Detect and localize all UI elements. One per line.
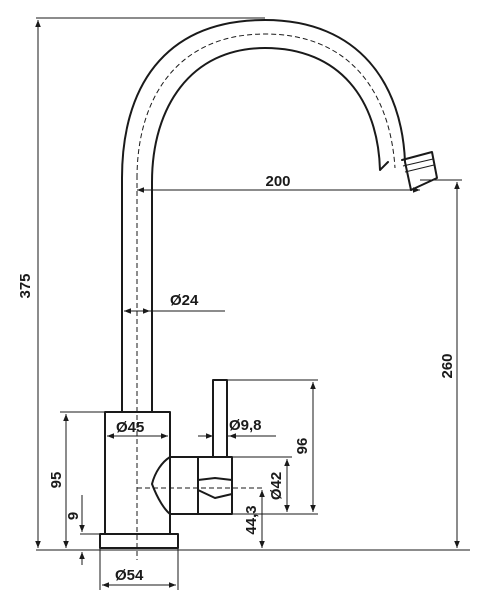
dim-body-diameter-label: Ø45 [116, 419, 144, 436]
dim-lever-diameter-label: Ø9,8 [229, 417, 262, 434]
dim-cartridge-diameter-label: Ø42 [268, 472, 285, 500]
dim-spout-reach-label: 200 [265, 173, 290, 190]
center-axes [136, 33, 396, 560]
dim-cartridge-diameter: Ø42 [232, 456, 292, 512]
dim-body-diameter: Ø45 [107, 419, 168, 439]
dim-lever-height: 96 [227, 379, 318, 515]
dim-spout-height: 260 [420, 179, 462, 548]
spout-pipe-inner [151, 47, 389, 413]
cartridge-housing [197, 456, 233, 515]
dim-lever-axis-height-label: 44,3 [243, 505, 260, 534]
dim-spout-height-label: 260 [439, 353, 456, 378]
dim-spout-reach: 200 [137, 173, 420, 193]
dim-lever-height-label: 96 [294, 438, 311, 455]
faucet-outline [99, 19, 438, 549]
dim-base-thickness-label: 9 [65, 512, 82, 520]
dim-overall-height: 375 [17, 17, 470, 551]
dim-lever-axis-height: 44,3 [243, 490, 265, 548]
dim-body-height: 95 [48, 411, 105, 548]
spout-pipe [121, 19, 412, 413]
dim-base-diameter-label: Ø54 [115, 567, 144, 584]
dim-overall-height-label: 375 [17, 273, 34, 298]
dim-base-diameter: Ø54 [99, 548, 179, 590]
dim-pipe-diameter: Ø24 [124, 292, 225, 314]
dim-pipe-diameter-label: Ø24 [170, 292, 199, 309]
cartridge-neck [151, 456, 171, 515]
spout-tip [401, 151, 438, 191]
lever-handle [212, 379, 228, 458]
faucet-base [99, 533, 179, 549]
dim-base-thickness: 9 [65, 495, 100, 565]
dim-body-height-label: 95 [48, 472, 65, 489]
dim-lever-diameter: Ø9,8 [198, 417, 276, 439]
